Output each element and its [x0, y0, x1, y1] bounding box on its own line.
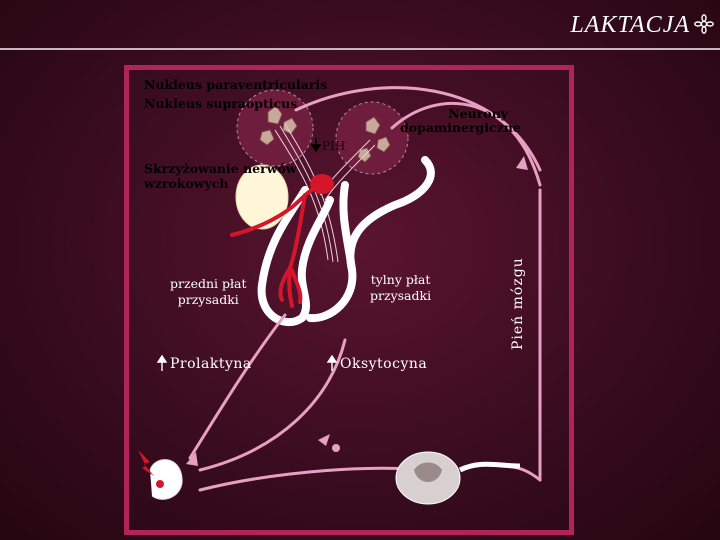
diagram-frame	[124, 65, 574, 535]
optic-chiasm	[235, 164, 289, 230]
label-brainstem: Pień mózgu	[510, 257, 526, 350]
label-chiasm-2: wzrokowych	[144, 176, 229, 191]
hypophyseal-capillary	[310, 174, 334, 194]
paraventricular-nucleus	[236, 89, 314, 167]
label-anterior: przedni płat przysadki	[170, 276, 247, 308]
label-paraventricular: Nukleus paraventricularis	[144, 77, 328, 92]
down-arrow-icon	[310, 138, 322, 153]
breast-gland	[149, 459, 183, 500]
spinal-cord	[395, 451, 521, 505]
label-supraoptic: Nukleus supraopticus	[144, 96, 298, 111]
label-posterior-1: tylny płat	[370, 272, 431, 287]
lightning-icon	[138, 450, 154, 476]
label-posterior-2: przysadki	[370, 288, 432, 303]
label-posterior: tylny płat przysadki	[370, 272, 431, 304]
dorsal-root-ganglion	[332, 444, 340, 452]
up-arrow-icon	[156, 354, 338, 371]
label-anterior-1: przedni płat	[170, 276, 247, 291]
pituitary-gland	[257, 156, 435, 327]
label-oxytocin: Oksytocyna	[340, 356, 428, 372]
label-dopamine-1: Neurony	[448, 106, 508, 121]
label-anterior-2: przysadki	[177, 292, 239, 307]
title-bar: LAKTACJA	[0, 0, 720, 52]
label-dopamine-2: dopaminergiczne	[400, 120, 521, 135]
flower-icon	[694, 14, 714, 34]
label-prolactin: Prolaktyna	[170, 356, 252, 372]
pathway-arrowheads	[186, 156, 528, 466]
neural-pathways	[188, 86, 542, 492]
title-rule	[0, 48, 720, 50]
page-title: LAKTACJA	[570, 12, 690, 38]
label-chiasm-1: Skrzyżowanie nerwów	[144, 161, 297, 176]
label-pih: PIH	[322, 139, 346, 153]
